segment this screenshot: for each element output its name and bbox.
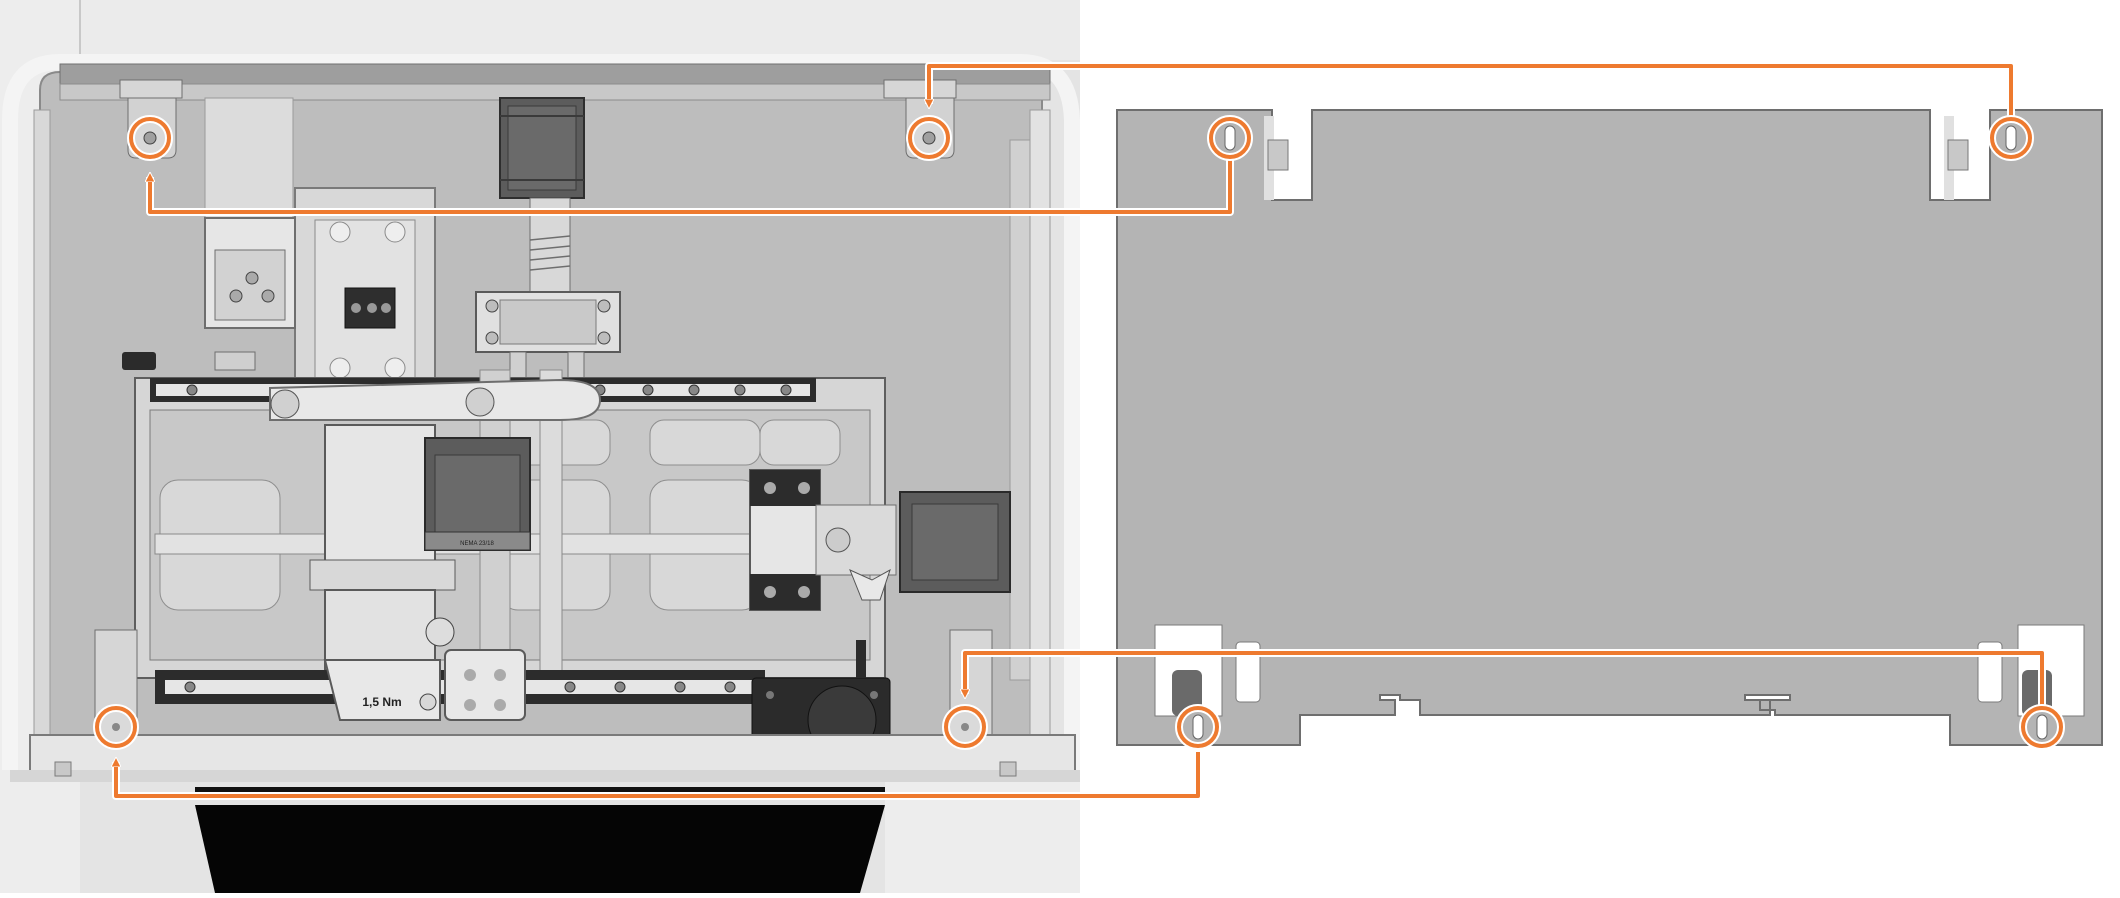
- connector-lines: [116, 62, 2046, 800]
- torque-bracket: 1,5 Nm: [323, 659, 441, 721]
- housing-top-bevel: [80, 0, 1080, 60]
- plate-top-left-hole: [1207, 115, 1253, 161]
- y-carriage: [749, 469, 897, 611]
- plate-bottom-right-hole: [2019, 704, 2065, 750]
- plate-mounting-holes: [1175, 115, 2065, 750]
- arrow-top-right: [929, 64, 2013, 124]
- plate-bottom-left-hole: [1175, 704, 1221, 750]
- y-axis-motor: [899, 491, 1011, 593]
- wing-nut: [849, 568, 891, 601]
- machine-bottom-opening: [195, 805, 885, 893]
- left-clamp-assembly: [204, 217, 296, 371]
- machine-top-left-screw: [127, 115, 173, 161]
- machine-mounting-points: [93, 115, 988, 750]
- z-axis-motor: [499, 97, 585, 199]
- mounting-plate-view: [1116, 109, 2103, 746]
- torque-label: 1,5 Nm: [362, 695, 401, 709]
- motor-tag-text: NEMA 23/18: [460, 541, 494, 547]
- end-stop-sensor: [122, 352, 156, 370]
- cable-clamp: [444, 649, 526, 721]
- arrow-top-left: [150, 156, 1232, 214]
- base-slot: [195, 787, 885, 792]
- arrow-bottom-left: [116, 752, 1200, 798]
- x-axis-motor: NEMA 23/18: [424, 437, 531, 551]
- machine-bottom-right-screw: [942, 704, 988, 750]
- z-bearing-block: [475, 291, 621, 353]
- arrow-bottom-right: [965, 651, 2044, 710]
- plate-top-right-hole: [1988, 115, 2034, 161]
- machine-top-right-screw: [906, 115, 952, 161]
- tool-carriage: [294, 187, 436, 399]
- left-side-panel: [33, 109, 51, 751]
- top-right-insert: [1944, 116, 1969, 200]
- cable-channel: [204, 97, 294, 219]
- machine-view: NEMA 23/18 1: [0, 0, 1080, 893]
- machine-bottom-left-screw: [93, 704, 139, 750]
- mounting-plate: [1116, 109, 2103, 746]
- top-left-insert: [1264, 116, 1289, 200]
- belt-pulley-arm: [269, 378, 602, 421]
